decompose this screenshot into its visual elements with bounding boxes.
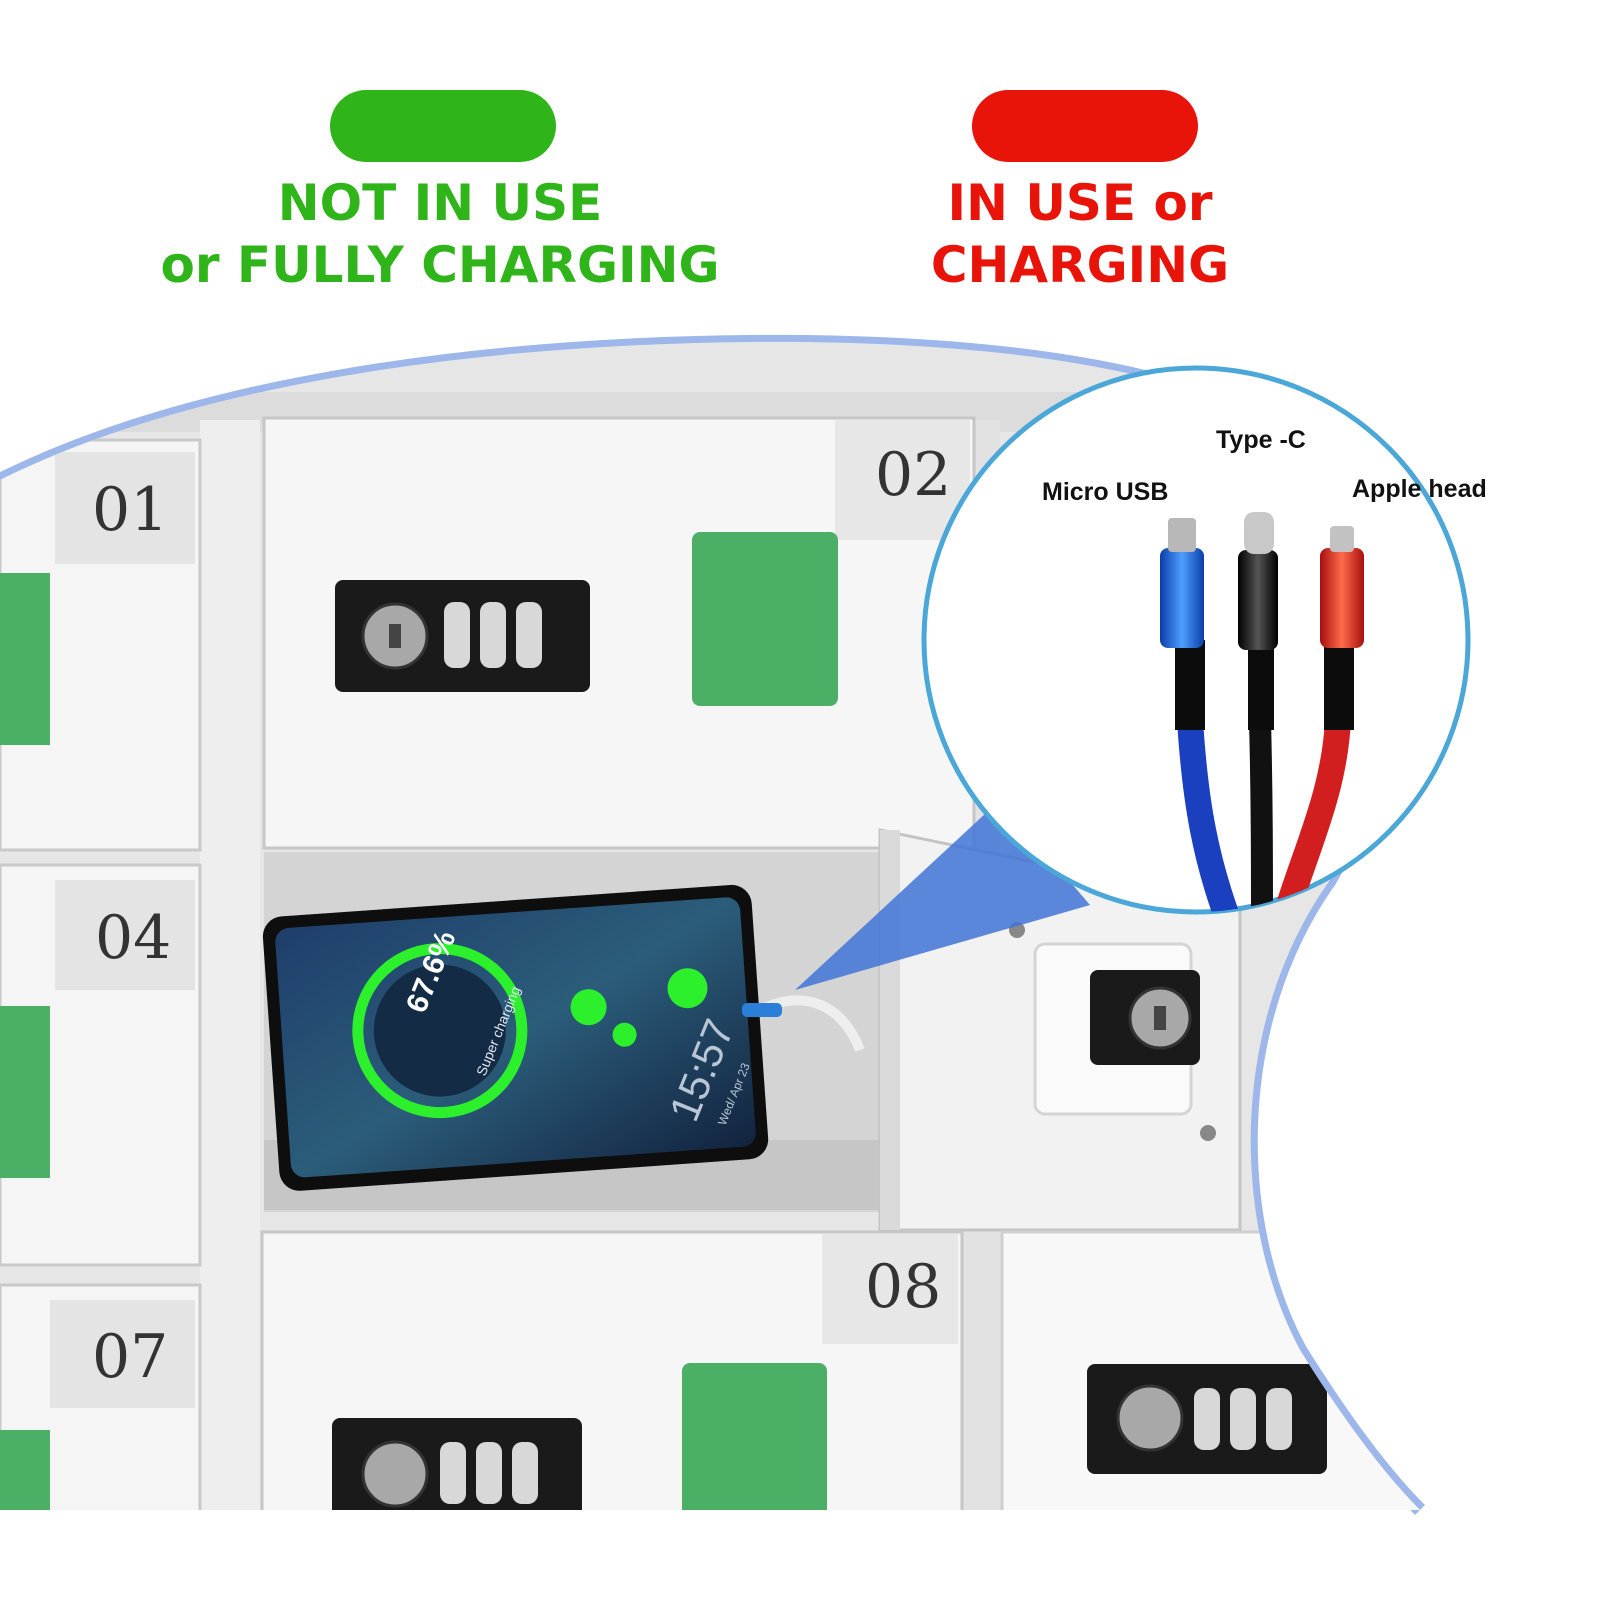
in-use-legend-line1: IN USE or: [947, 174, 1213, 232]
locker-09-combination-lock: [1087, 1364, 1327, 1474]
charging-phone: [262, 884, 769, 1191]
locker-08-combination-lock: [332, 1418, 582, 1510]
locker-04-number: 04: [95, 903, 172, 973]
locker-04-indicator: [0, 1006, 50, 1178]
locker-07-indicator: [0, 1430, 50, 1510]
type-c-cable: [1249, 719, 1273, 912]
micro-usb-cable: [1177, 719, 1245, 912]
in-use-legend-line2: CHARGING: [930, 236, 1230, 294]
callout-pointer: [795, 800, 1090, 990]
locker-02-number: 02: [875, 440, 952, 510]
open-door-key-lock: [1090, 970, 1200, 1065]
locker-02-indicator: [692, 532, 838, 706]
micro-usb-label: Micro USB: [1042, 478, 1169, 506]
available-legend-text: NOT IN USE or FULLY CHARGING: [150, 172, 730, 296]
locker-07-label-plate: [50, 1300, 195, 1408]
apple-head-label: Apple head: [1352, 475, 1487, 503]
available-indicator-pill: [330, 90, 556, 162]
in-use-legend-text: IN USE or CHARGING: [860, 172, 1300, 296]
locker-08-number: 08: [865, 1252, 942, 1322]
locker-08-indicator: [682, 1363, 827, 1510]
locker-07-number: 07: [92, 1322, 169, 1392]
locker-02-label-plate: [835, 420, 970, 540]
in-use-indicator-pill: [972, 90, 1198, 162]
locker-08-label-plate: [822, 1234, 958, 1344]
locker-01-label-plate: [55, 452, 195, 564]
locker-04-label-plate: [55, 880, 195, 990]
type-c-label: Type -C: [1216, 426, 1306, 454]
locker-01-indicator: [0, 573, 50, 745]
available-legend-line2: or FULLY CHARGING: [160, 236, 720, 294]
locker-01-number: 01: [92, 475, 169, 545]
available-legend-line1: NOT IN USE: [277, 174, 603, 232]
locker-02-combination-lock: [335, 580, 590, 692]
